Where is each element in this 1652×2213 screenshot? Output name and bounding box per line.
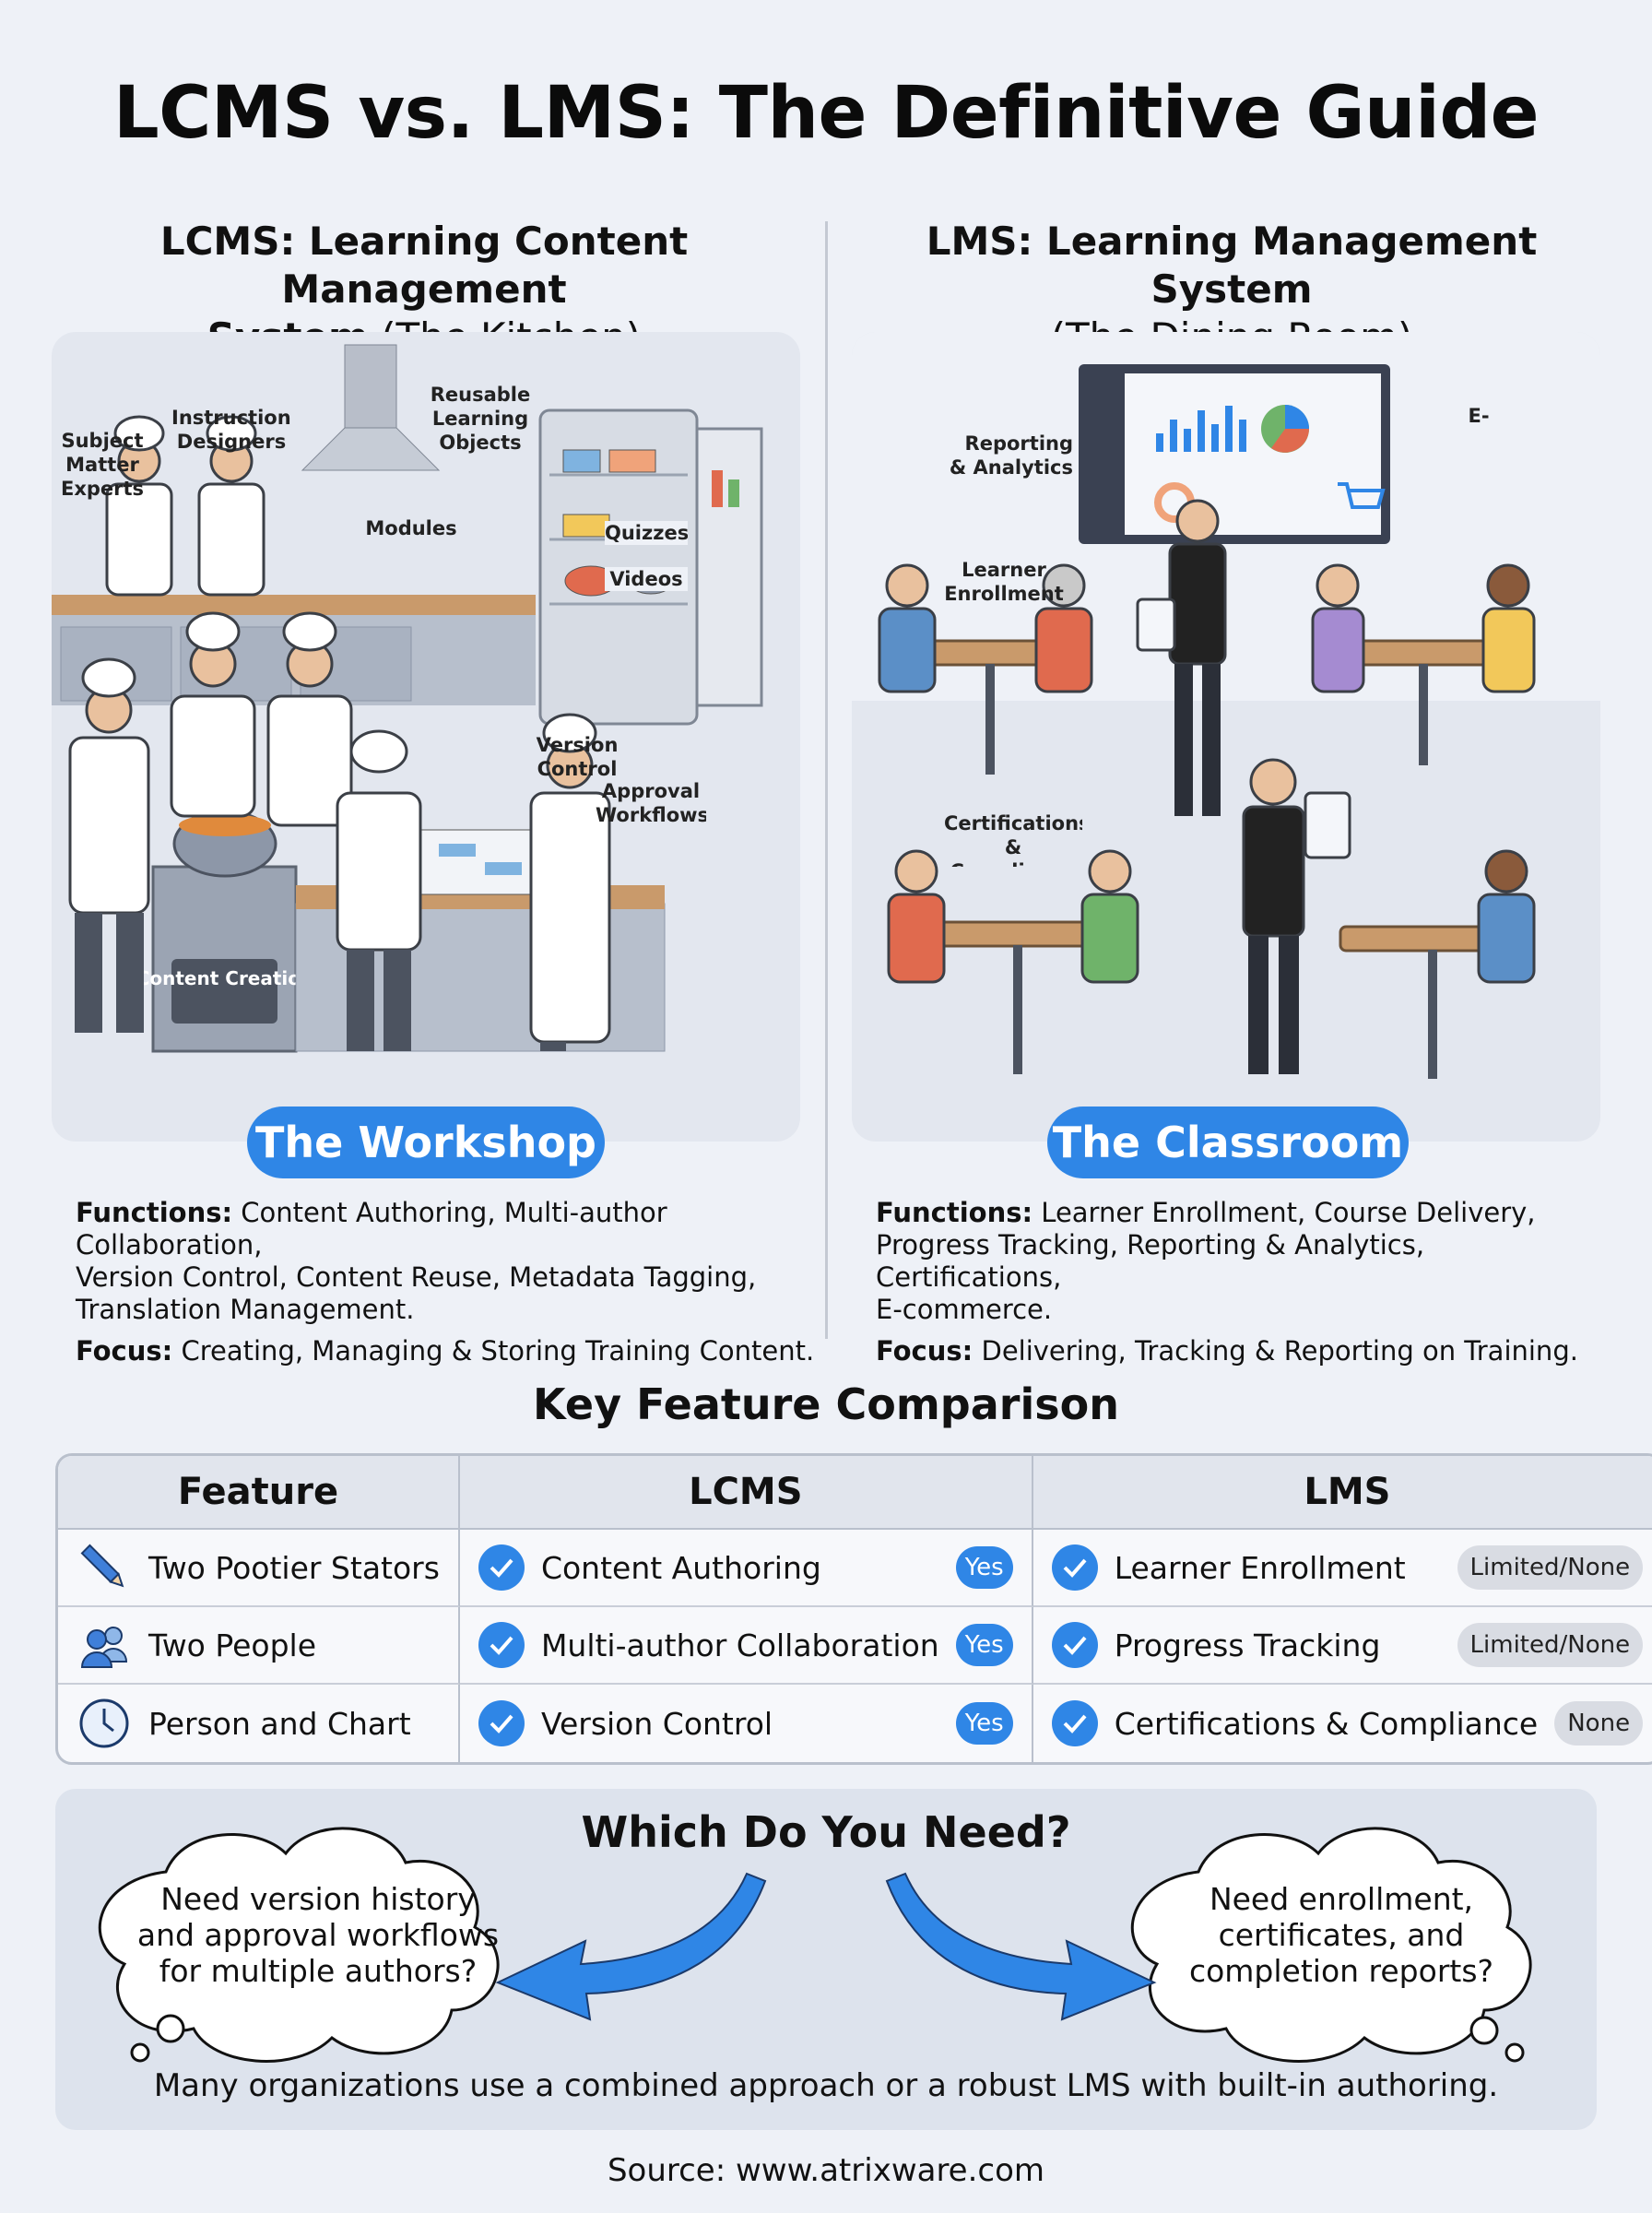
- left-cloud-line: Need version history: [160, 1881, 476, 1917]
- feature-label: Two Pootier Stators: [148, 1549, 440, 1586]
- lcms-functions-line: Version Control, Content Reuse, Metadata…: [76, 1261, 757, 1293]
- left-cloud-line: and approval workflows: [136, 1917, 500, 1953]
- table-row: Two Pootier Stators Content Authoring Ye…: [58, 1530, 1652, 1607]
- lcms-functions-line: Content Authoring, Multi-author Collabor…: [76, 1197, 667, 1260]
- kitchen-scene-icon: Content Creation: [52, 344, 763, 1053]
- status-badge: None: [1554, 1701, 1644, 1746]
- table-row: Two People Multi-author Collaboration Ye…: [58, 1607, 1652, 1685]
- feature-label: Person and Chart: [148, 1705, 411, 1742]
- lms-functions-label: Functions:: [876, 1197, 1033, 1228]
- lcms-functions-line: Translation Management.: [76, 1294, 415, 1325]
- check-icon: [478, 1700, 525, 1746]
- callout-reporting: Reporting & Analytics: [949, 432, 1073, 479]
- lms-feature: Learner Enrollment: [1114, 1549, 1406, 1586]
- callout-enrollment: Learner Enrollment: [944, 559, 1064, 605]
- header-lcms: LCMS: [459, 1456, 1033, 1530]
- decision-note: Many organizations use a combined approa…: [153, 2067, 1499, 2104]
- lms-functions-line: Progress Tracking, Reporting & Analytics…: [876, 1229, 1425, 1293]
- check-icon: [1051, 1622, 1098, 1668]
- clock-icon: [79, 1698, 129, 1748]
- header-feature: Feature: [58, 1456, 460, 1530]
- dining-illustration: Reporting & Analytics E-commerce Learner…: [852, 332, 1600, 1142]
- lms-focus-text: Delivering, Tracking & Reporting on Trai…: [981, 1335, 1578, 1367]
- status-badge: Yes: [955, 1702, 1013, 1745]
- table-row: Person and Chart Version Control Yes Cer…: [58, 1685, 1652, 1762]
- kitchen-illustration: Content Creation: [52, 332, 800, 1142]
- right-cloud-line: Need enrollment,: [1209, 1881, 1474, 1917]
- dining-scene-icon: Reporting & Analytics E-commerce Learner…: [852, 332, 1600, 1079]
- lms-functions-line: E-commerce.: [876, 1294, 1053, 1325]
- lcms-focus-text: Creating, Managing & Storing Training Co…: [181, 1335, 815, 1367]
- content-creation-label: Content Creation: [136, 967, 314, 989]
- callout-reusable: Reusable Learning Objects: [430, 384, 531, 454]
- callout-modules: Modules: [365, 517, 457, 539]
- callout-certifications: Certifications & Compliance: [944, 812, 1082, 867]
- callout-ecommerce: E-commerce: [1422, 405, 1535, 432]
- people-icon: [80, 1627, 128, 1668]
- workshop-pill: The Workshop: [247, 1106, 605, 1178]
- page-title: LCMS vs. LMS: The Definitive Guide: [112, 72, 1540, 155]
- comparison-table: Feature LCMS LMS Two Pootier Stators Con…: [55, 1453, 1652, 1765]
- lcms-description: Functions: Content Authoring, Multi-auth…: [76, 1197, 822, 1367]
- check-icon: [1051, 1544, 1098, 1591]
- feature-label: Two People: [148, 1627, 316, 1663]
- check-icon: [478, 1544, 525, 1591]
- thought-clouds-icon: [98, 1827, 1532, 2063]
- callout-sme: Subject Matter Experts: [60, 430, 145, 500]
- status-badge: Yes: [955, 1624, 1013, 1666]
- lcms-feature: Content Authoring: [540, 1549, 821, 1586]
- comparison-title: Key Feature Comparison: [533, 1379, 1119, 1429]
- header-lms: LMS: [1032, 1456, 1652, 1530]
- status-badge: Limited/None: [1457, 1545, 1644, 1590]
- lcms-feature: Multi-author Collaboration: [540, 1627, 939, 1663]
- callout-approval: Approval Workflows: [596, 780, 706, 826]
- lcms-feature: Version Control: [540, 1705, 773, 1742]
- lms-heading-bold: LMS: Learning Management System: [926, 219, 1538, 312]
- right-cloud-text: Need enrollment, certificates, and compl…: [1152, 1881, 1530, 1989]
- callout-quizzes: Quizzes: [605, 521, 688, 545]
- callout-version: Version Control: [536, 734, 619, 780]
- status-badge: Yes: [955, 1546, 1013, 1589]
- column-divider: [825, 221, 828, 1339]
- classroom-pill: The Classroom: [1047, 1106, 1409, 1178]
- source-credit: Source: www.atrixware.com: [607, 2152, 1045, 2189]
- lms-heading: LMS: Learning Management System (The Din…: [844, 218, 1619, 361]
- lms-functions-line: Learner Enrollment, Course Delivery,: [1041, 1197, 1536, 1228]
- lms-feature: Certifications & Compliance: [1114, 1705, 1539, 1742]
- callout-videos: Videos: [605, 567, 688, 591]
- right-cloud-line: completion reports?: [1188, 1953, 1494, 1989]
- check-icon: [478, 1622, 525, 1668]
- decision-title: Which Do You Need?: [581, 1807, 1071, 1857]
- lms-description: Functions: Learner Enrollment, Course De…: [876, 1197, 1613, 1367]
- lcms-heading-bold: LCMS: Learning Content Management: [159, 219, 689, 312]
- table-header-row: Feature LCMS LMS: [58, 1456, 1652, 1530]
- lms-feature: Progress Tracking: [1114, 1627, 1381, 1663]
- left-cloud-line: for multiple authors?: [159, 1953, 478, 1989]
- lms-focus-label: Focus:: [876, 1335, 974, 1367]
- left-cloud-text: Need version history and approval workfl…: [129, 1881, 507, 1989]
- right-cloud-line: certificates, and: [1218, 1917, 1465, 1953]
- lcms-focus-label: Focus:: [76, 1335, 173, 1367]
- check-icon: [1051, 1700, 1098, 1746]
- lcms-functions-label: Functions:: [76, 1197, 233, 1228]
- status-badge: Limited/None: [1457, 1623, 1644, 1667]
- callout-designers: Instructional Designers: [171, 407, 291, 453]
- pencil-icon: [80, 1544, 124, 1588]
